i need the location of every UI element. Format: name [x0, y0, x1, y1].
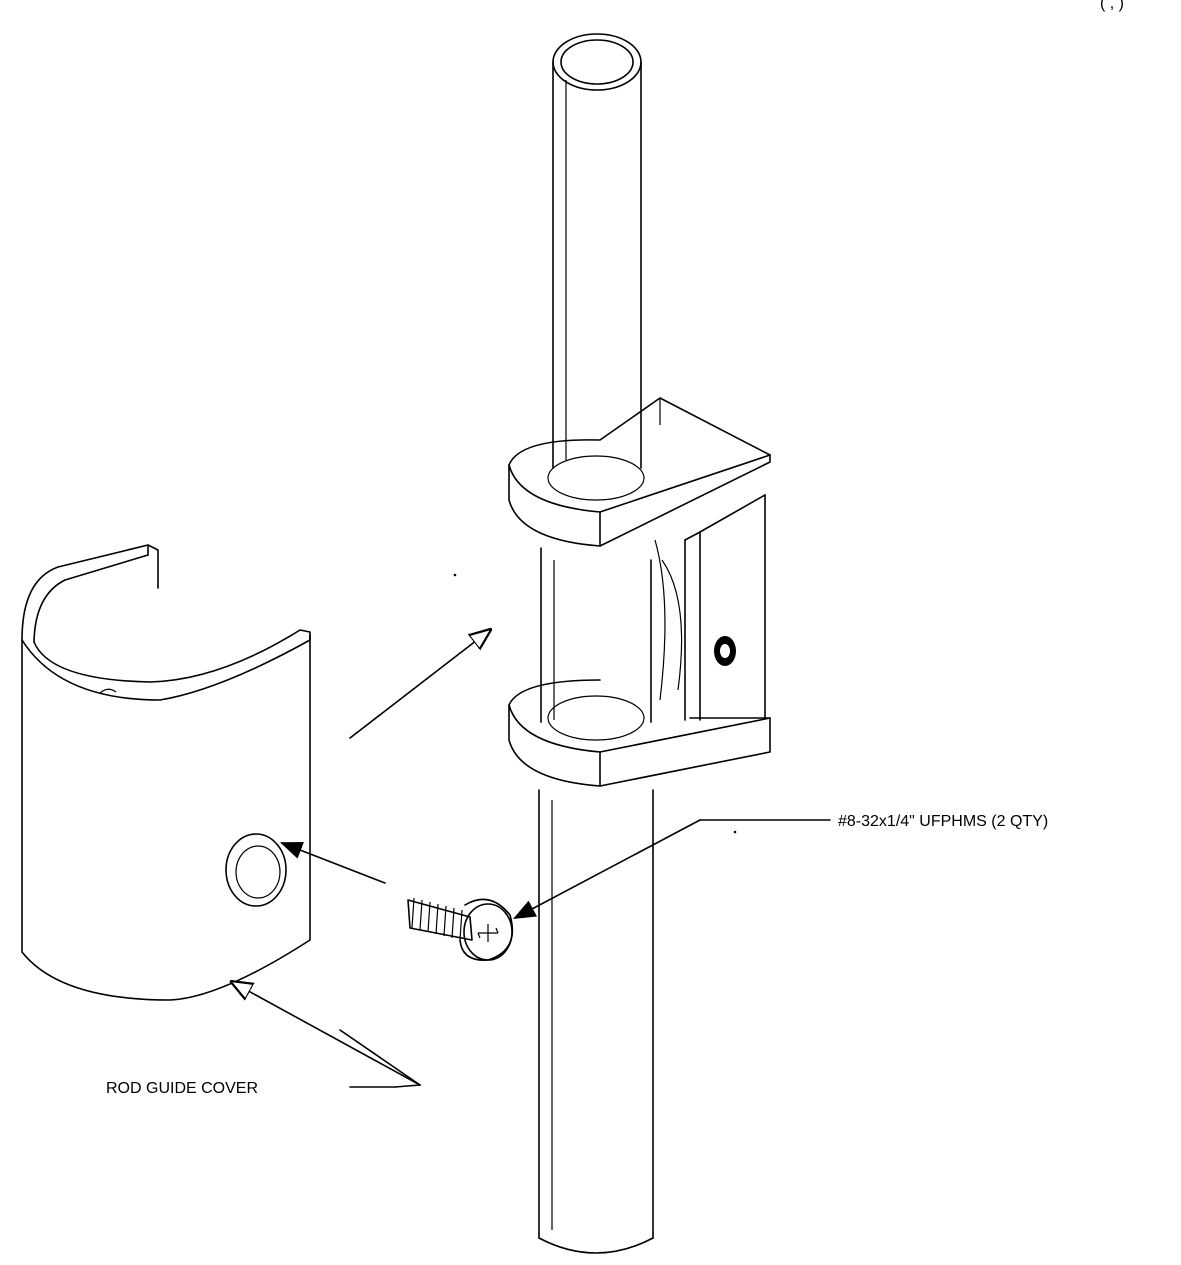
screw	[407, 897, 514, 961]
vertical-rod	[538, 33, 654, 1254]
rod-guide-cover	[21, 544, 311, 1001]
corner-fragment-label: ( , )	[1100, 0, 1124, 12]
leader-lines	[232, 819, 831, 1088]
cover-label: ROD GUIDE COVER	[106, 1080, 258, 1097]
threaded-hole	[714, 636, 736, 666]
rod-guide-bracket	[508, 397, 771, 787]
assembly-arrows	[279, 573, 737, 884]
screw-label: #8-32x1/4" UFPHMS (2 QTY)	[838, 813, 1048, 830]
